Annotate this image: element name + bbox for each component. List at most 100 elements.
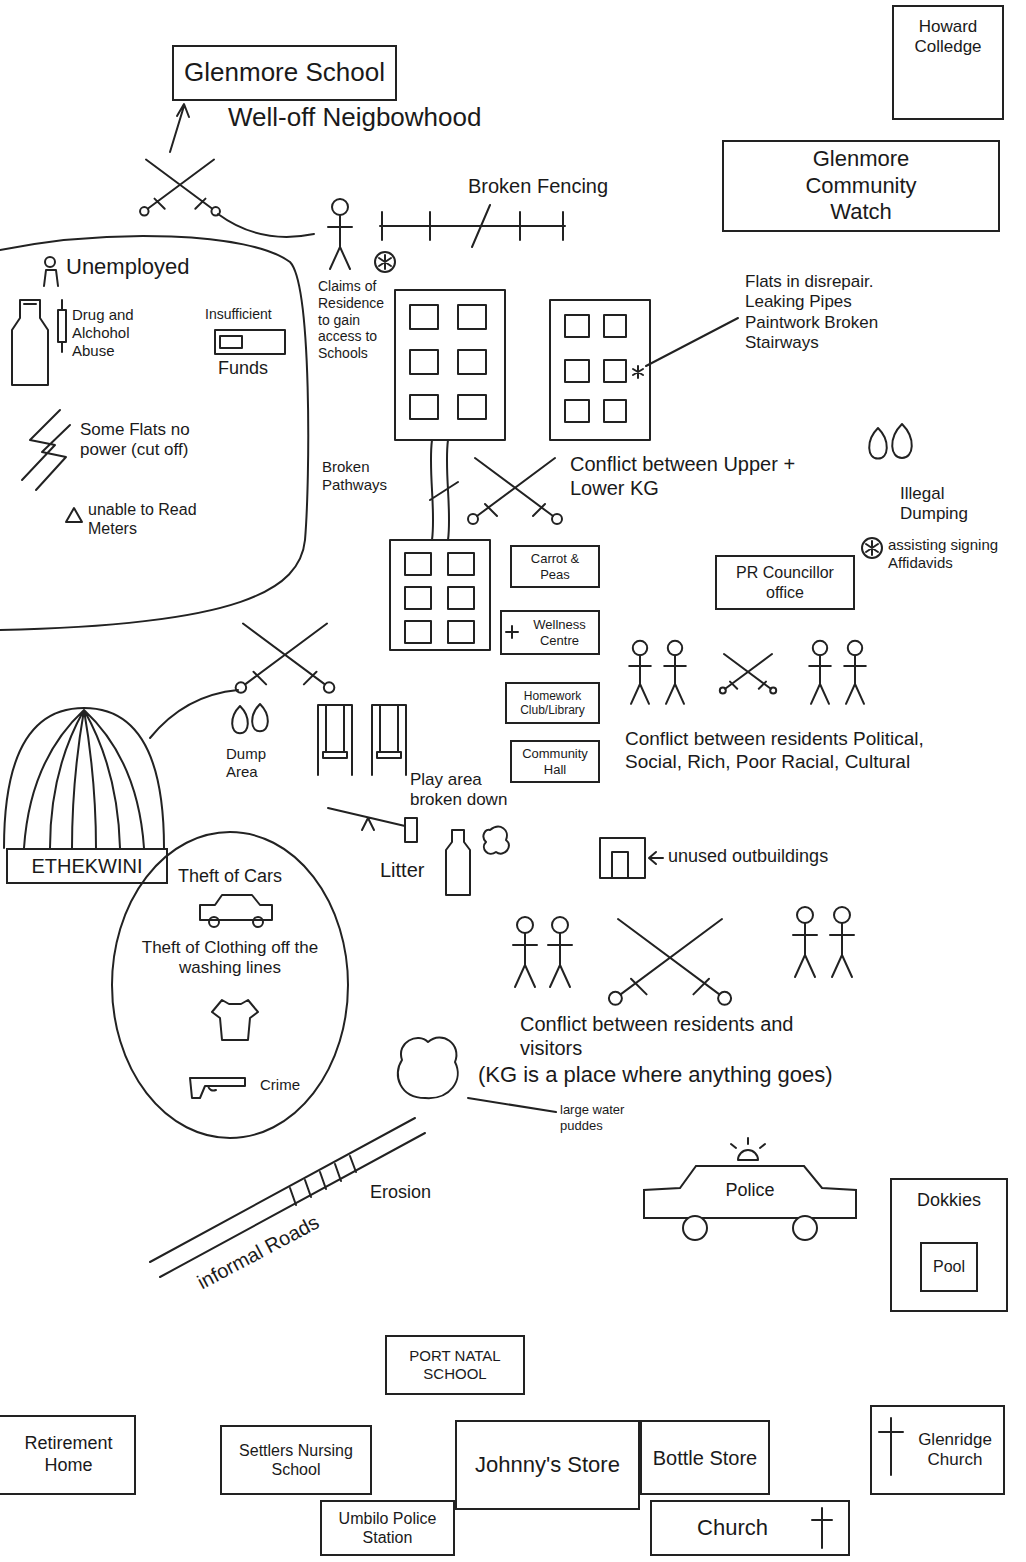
- place-box: Glenmore Community Watch: [722, 140, 1000, 232]
- flats-building: [405, 621, 431, 643]
- municipal-dome: [24, 710, 144, 848]
- map-label: Broken Fencing: [468, 174, 648, 198]
- person-icon: [44, 257, 58, 286]
- flats-building: [565, 360, 589, 382]
- ellipse-outline: [112, 832, 348, 1138]
- place-name: Pool: [933, 1257, 965, 1276]
- police-siren: [731, 1138, 765, 1160]
- church-cross: [812, 1508, 832, 1548]
- map-label: large water puddes: [560, 1102, 645, 1133]
- car-wheel: [793, 1216, 817, 1240]
- map-label: Litter: [380, 858, 440, 882]
- police-car: Police: [640, 1160, 860, 1242]
- gun-icon: [190, 1078, 245, 1098]
- stick-figure: [793, 907, 817, 977]
- flats-building: [405, 587, 431, 609]
- stick-figure: [809, 641, 831, 704]
- place-name: Theft of Clothing off the washing lines: [135, 938, 325, 979]
- place-name: Howard Colledge: [903, 17, 993, 58]
- outbuilding: [600, 838, 645, 878]
- leader-line: [150, 690, 238, 738]
- flats-building: [405, 553, 431, 575]
- flats-building: [458, 395, 486, 419]
- rubbish-bag: [892, 424, 912, 458]
- person-icon: [45, 257, 55, 267]
- flats-building: [395, 290, 505, 440]
- swing-set: [372, 705, 406, 775]
- region-boundary: [0, 236, 308, 630]
- wallet-icon: [215, 330, 285, 354]
- place-box: Bottle Store: [640, 1420, 770, 1495]
- place-name: Carrot & Peas: [517, 551, 593, 582]
- map-label: Drug and Alchohol Abuse: [72, 306, 152, 360]
- stick-figure: [844, 641, 866, 704]
- star-marker: [375, 252, 395, 272]
- swing-set: [318, 705, 406, 775]
- gun-icon: [208, 1086, 216, 1091]
- bottle-icon: [12, 300, 48, 385]
- map-label: Conflict between residents Political, So…: [625, 728, 955, 774]
- place-box: Howard Colledge: [892, 5, 1004, 120]
- gun-icon: [190, 1078, 245, 1098]
- bottle-icon: [12, 300, 48, 385]
- shirt-icon: [212, 1000, 258, 1040]
- flats-building: [410, 350, 438, 374]
- place-box: Church: [650, 1500, 850, 1556]
- lightning-symbol: [22, 410, 70, 490]
- litter-bottle: [446, 830, 470, 895]
- flats-building: [410, 395, 438, 419]
- leader-line: [468, 1098, 556, 1112]
- stick-figure: [328, 199, 352, 269]
- place-name: Johnny's Store: [475, 1452, 620, 1478]
- place-box: ETHEKWINI: [6, 848, 168, 884]
- place-box: Carrot & Peas: [510, 545, 600, 588]
- syringe-icon: [58, 300, 66, 352]
- church-cross: [879, 1418, 903, 1475]
- car-wheel: [683, 1216, 707, 1240]
- leader-arrow: [649, 852, 663, 864]
- outbuilding: [600, 838, 645, 878]
- car-icon: [200, 895, 272, 920]
- flats-building: [550, 300, 650, 440]
- map-label: Flats in disrepair. Leaking Pipes Paintw…: [745, 272, 913, 354]
- rubbish-bag: [252, 704, 268, 731]
- bottle-icon: [24, 303, 36, 305]
- map-label: Dump Area: [226, 745, 301, 781]
- leader-line: [218, 214, 314, 237]
- star-marker: [862, 538, 882, 558]
- car-outline: [640, 1160, 860, 1242]
- stick-figure: [629, 641, 651, 704]
- place-box: Umbilo Police Station: [320, 1500, 455, 1556]
- map-label: (KG is a place where anything goes): [478, 1062, 1013, 1088]
- leader-arrow: [170, 104, 189, 152]
- map-label: Well-off Neigbowhood: [228, 102, 548, 133]
- rubbish-bag: [869, 428, 887, 459]
- car-icon: [253, 917, 263, 927]
- map-label: Funds: [218, 358, 298, 380]
- broken-pathway: [430, 440, 458, 540]
- wallet-icon: [215, 330, 285, 354]
- map-label: Play area broken down: [410, 770, 520, 811]
- map-label: Illegal Dumping: [900, 484, 1015, 525]
- star-marker: [375, 252, 395, 272]
- flats-building: [448, 621, 474, 643]
- place-box: Wellness Centre: [500, 610, 600, 655]
- litter-can: [405, 818, 417, 842]
- place-box: PORT NATAL SCHOOL: [385, 1335, 525, 1395]
- map-label: Claims of Residence to gain access to Sc…: [318, 278, 396, 362]
- stick-figure: [830, 907, 854, 977]
- conflict-swords: [720, 654, 776, 694]
- car-icon: [200, 895, 272, 927]
- place-box: Retirement Home: [0, 1415, 136, 1495]
- flats-building: [550, 300, 650, 440]
- flats-building: [604, 315, 626, 337]
- flats-building: [565, 400, 589, 422]
- flats-building: [604, 360, 626, 382]
- flats-building: [458, 305, 486, 329]
- map-label: assisting signing Affidavids: [888, 536, 1013, 572]
- flats-building: [458, 350, 486, 374]
